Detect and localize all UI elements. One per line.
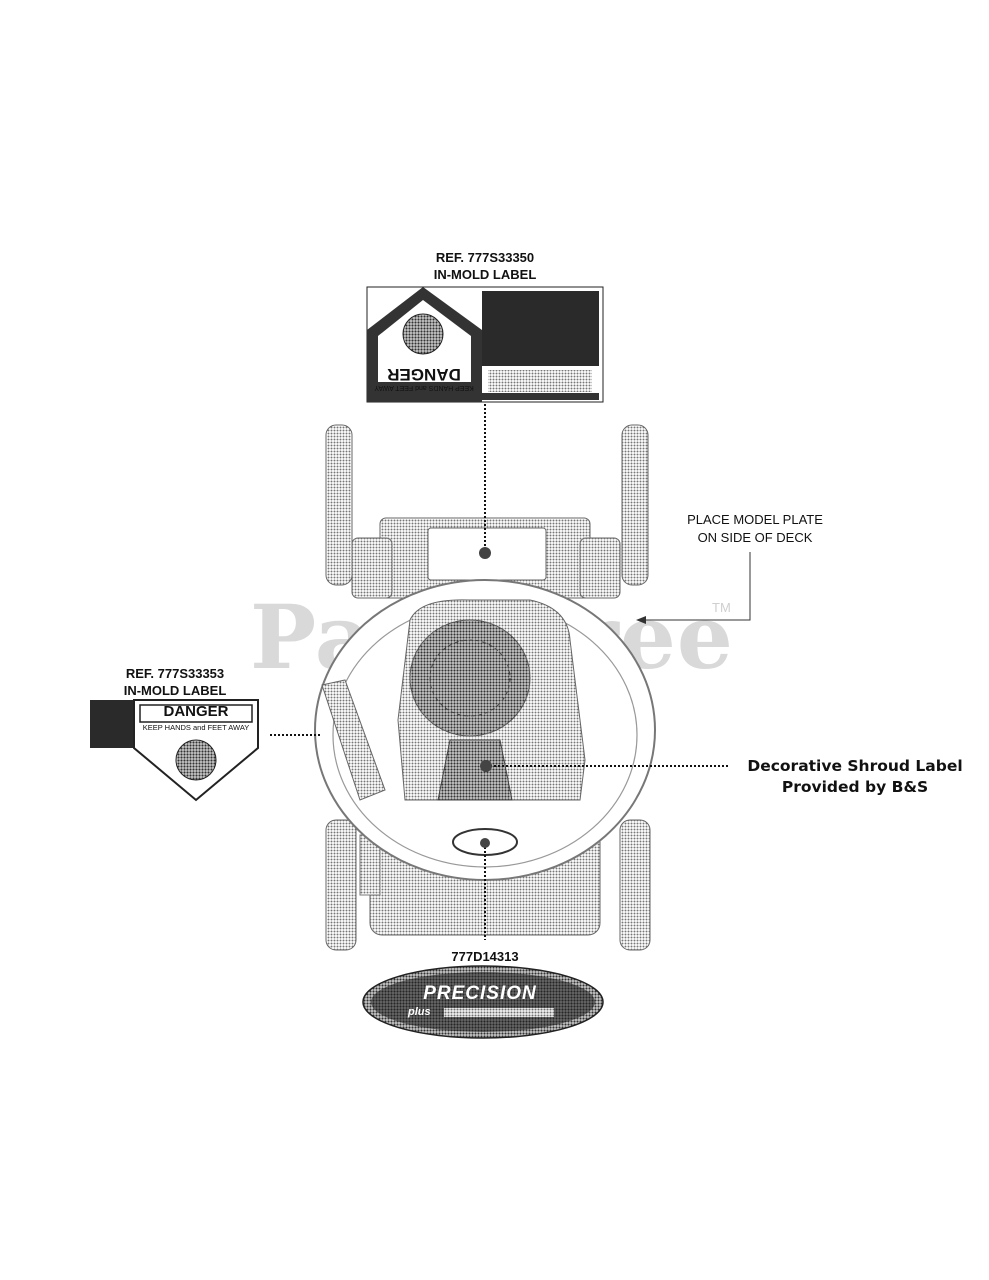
discharge-chute: [321, 679, 386, 801]
model-plate-note-line1: PLACE MODEL PLATE: [687, 512, 823, 527]
left-label-type: IN-MOLD LABEL: [123, 683, 227, 698]
left-danger-subtitle: KEEP HANDS and FEET AWAY: [142, 723, 250, 732]
precision-badge-title: PRECISION: [423, 983, 537, 1004]
watermark-trademark: TM: [712, 600, 731, 615]
top-label-ref: REF. 777S33350: [435, 250, 535, 265]
top-danger-label: [366, 286, 604, 403]
front-left-wheel: [325, 819, 357, 951]
left-label-ref: REF. 777S33353: [125, 666, 225, 681]
left-danger-label: [90, 699, 259, 802]
model-plate-note-line2: ON SIDE OF DECK: [697, 530, 813, 545]
engine-pulley: [409, 619, 531, 737]
top-danger-subtitle: KEEP HANDS and FEET AWAY: [374, 384, 474, 391]
front-right-wheel: [619, 819, 651, 951]
top-label-type: IN-MOLD LABEL: [433, 267, 537, 282]
rear-left-wheel: [325, 424, 353, 586]
rear-right-wheel: [621, 424, 649, 586]
shroud-label-line1: Decorative Shroud Label: [747, 757, 963, 775]
shroud-label-line2: Provided by B&S: [781, 778, 929, 796]
bottom-part-number: 777D14313: [451, 949, 519, 964]
precision-badge-plus: plus: [408, 1006, 431, 1018]
left-danger-title: DANGER: [163, 703, 229, 720]
top-danger-title: DANGER: [387, 365, 461, 384]
